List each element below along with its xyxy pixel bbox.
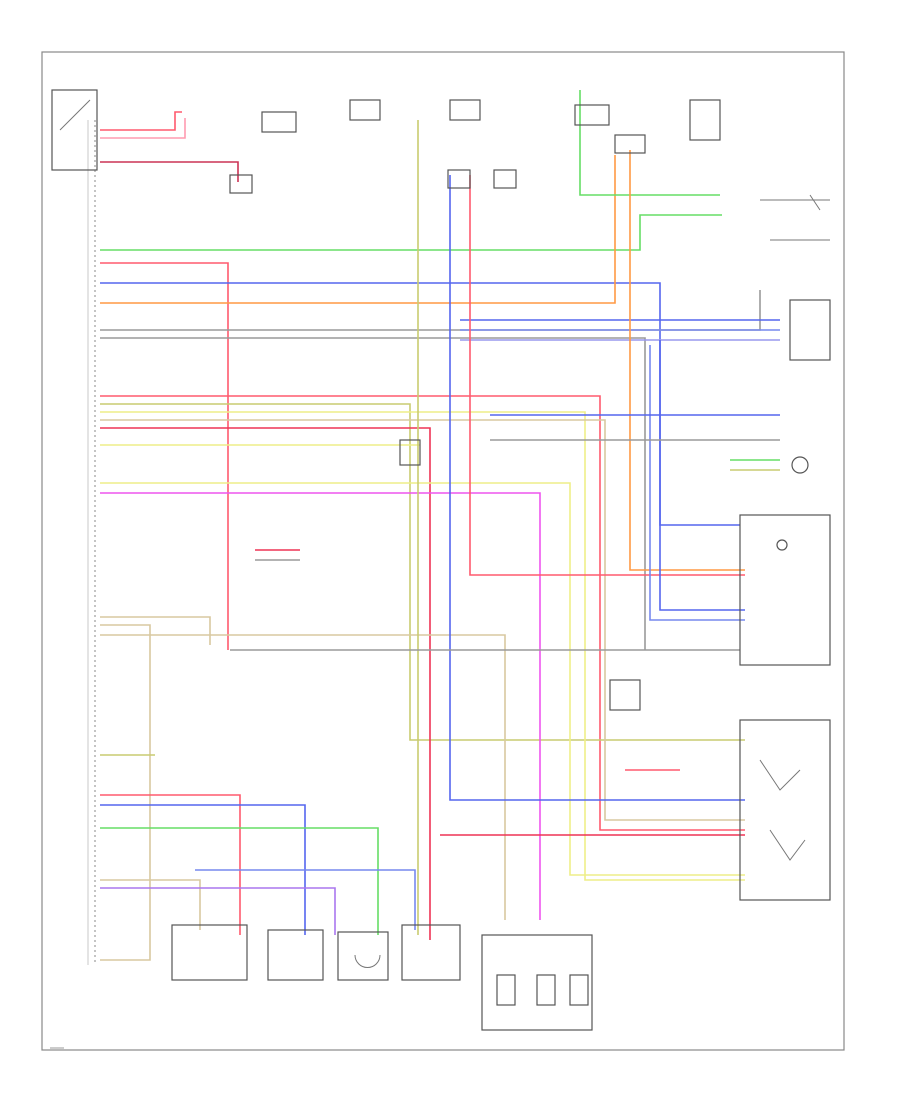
component-shapes bbox=[51, 89, 831, 1031]
wire-blue-4 bbox=[100, 804, 306, 935]
connector-top-4 bbox=[574, 104, 610, 126]
wire-red-4 bbox=[100, 395, 745, 831]
wire-layer bbox=[100, 90, 780, 961]
wire-blue-6 bbox=[659, 340, 745, 611]
wire-violet bbox=[100, 887, 336, 935]
right-circle bbox=[791, 456, 809, 474]
connector-top-3 bbox=[449, 99, 481, 121]
wire-red-1 bbox=[100, 111, 182, 131]
ground-symbol bbox=[776, 539, 788, 551]
wire-magenta bbox=[100, 492, 541, 920]
diagram-frame bbox=[41, 51, 845, 1051]
wire-gray-2 bbox=[100, 337, 646, 650]
wire-orange-1 bbox=[100, 155, 616, 304]
relay-block bbox=[51, 89, 98, 171]
wire-pink-1 bbox=[100, 118, 186, 139]
connector-mid-1 bbox=[447, 169, 471, 189]
injector-2 bbox=[536, 974, 556, 1006]
connector-mid-3 bbox=[229, 174, 253, 194]
wire-red-5 bbox=[100, 427, 431, 940]
sensor-egr bbox=[401, 924, 461, 981]
ecm-connector bbox=[87, 120, 96, 965]
wire-green-3 bbox=[100, 411, 745, 881]
connector-top-1 bbox=[261, 111, 297, 133]
wire-green-5 bbox=[100, 827, 379, 935]
injector-3 bbox=[569, 974, 589, 1006]
wire-tan-3 bbox=[100, 624, 151, 961]
wire-red-3 bbox=[100, 262, 229, 650]
wire-tan-4 bbox=[100, 634, 506, 920]
connector-mid-2 bbox=[493, 169, 517, 189]
connector-center bbox=[399, 439, 421, 466]
wire-green-2 bbox=[100, 403, 745, 741]
wire-pink-vert bbox=[469, 175, 745, 576]
sensor-iat bbox=[337, 931, 389, 981]
wire-red-6 bbox=[100, 794, 241, 935]
injector-box bbox=[481, 934, 593, 1031]
wire-blue-7 bbox=[649, 345, 745, 621]
wire-orange-vert bbox=[629, 150, 745, 571]
wire-green-vert bbox=[579, 90, 720, 196]
connector-mid-4 bbox=[614, 134, 646, 154]
wire-blue-vert bbox=[449, 175, 745, 801]
right-module bbox=[739, 514, 831, 666]
sensor-map bbox=[267, 929, 324, 981]
wire-red-2 bbox=[100, 161, 239, 182]
wire-tan-1 bbox=[100, 419, 745, 821]
wire-green-top bbox=[100, 214, 722, 251]
wire-gray-1 bbox=[100, 290, 761, 331]
wire-tan-5 bbox=[100, 879, 201, 930]
right-module-2 bbox=[739, 719, 831, 901]
sensor-tps bbox=[171, 924, 248, 981]
wire-yellow-2 bbox=[100, 482, 745, 876]
wire-tan-2 bbox=[100, 616, 211, 645]
right-block-1 bbox=[789, 299, 831, 361]
connector-top-2 bbox=[349, 99, 381, 121]
injector-1 bbox=[496, 974, 516, 1006]
connector-top-5 bbox=[689, 99, 721, 141]
connector-right-mid bbox=[609, 679, 641, 711]
wire-blue-5 bbox=[195, 869, 416, 930]
